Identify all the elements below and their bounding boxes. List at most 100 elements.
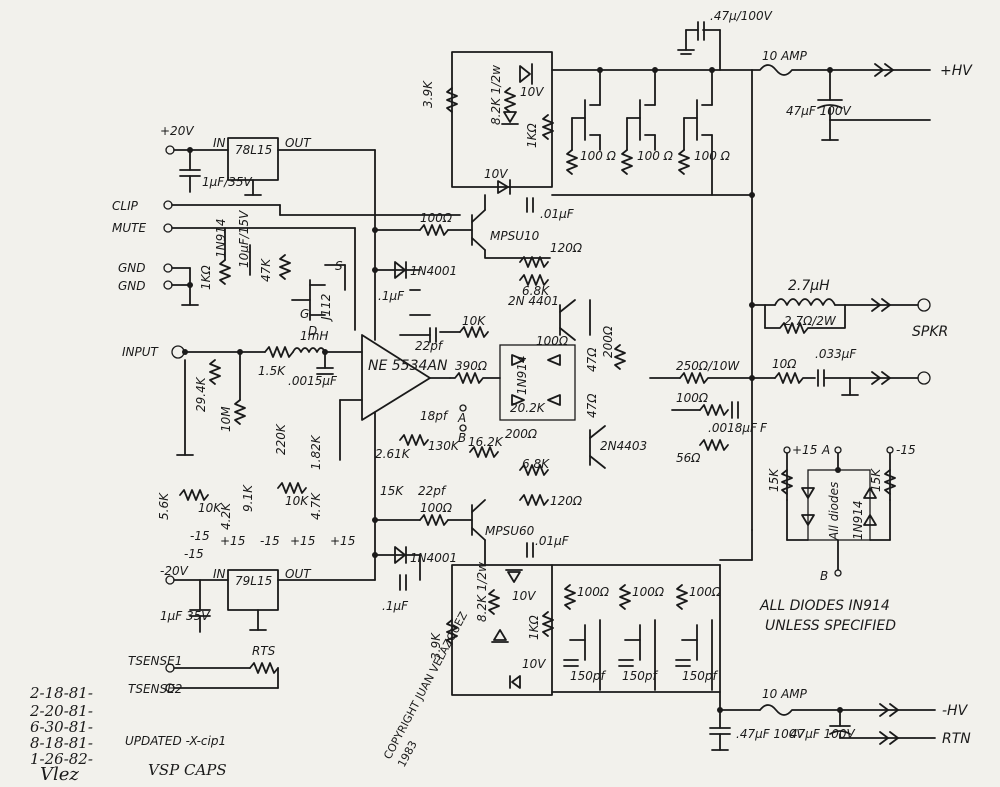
label-input: INPUT	[122, 345, 160, 359]
rev-3: 6-30-81-	[30, 718, 93, 736]
bottom-output-stage: 100Ω 100Ω 100Ω 150pf 150pf 150pf 3.9K 8.…	[429, 529, 971, 751]
label-r200-a: 200Ω	[601, 325, 615, 358]
label-r8k2-b: 8.2K 1/2w	[475, 562, 489, 622]
rev-2: 2-20-81-	[29, 702, 93, 720]
label-pin-b: B	[458, 431, 466, 445]
label-s-m15-a: -15	[190, 529, 210, 543]
label-cap-top2: 47μF 100V	[786, 104, 852, 118]
label-r20k: 20.2K	[510, 401, 546, 415]
output-network: 250Ω/10W 100Ω .0018μF F 56Ω 2.7μH SPKR 2…	[649, 278, 948, 465]
driver-stage: 100Ω MPSU10 120Ω 6.8K 1N4001 .1μF 10K 2N…	[128, 194, 647, 696]
label-r100-e: 100Ω	[632, 585, 665, 599]
label-r100-b: 100 Ω	[637, 149, 674, 163]
mosfet-top-3	[683, 69, 713, 196]
label-reg-pos: 78L15	[235, 143, 272, 157]
label-tsense1: TSENSE1	[128, 654, 182, 668]
label-r4k2: 4.2K	[219, 502, 233, 530]
note-diodes-line1: ALL DIODES IN914	[759, 598, 890, 614]
label-r1k-a: 1KΩ	[525, 122, 539, 148]
label-reg-pos-in: IN	[213, 136, 226, 150]
label-r15k: 15K	[380, 484, 404, 498]
label-fuse-bot: 10 AMP	[762, 687, 808, 701]
label-bias-1n914: 1N914	[851, 500, 865, 540]
top-output-stage: 100 Ω 100 Ω 100 Ω 3.9K 8.2K 1/2w 1KΩ 10V…	[421, 9, 973, 531]
rev-1: 2-18-81-	[29, 684, 93, 702]
label-gnd-1: GND	[118, 261, 146, 275]
bias-diode-network: +15 A -15 15K 15K B All diodes 1N914	[767, 443, 916, 583]
label-r47k: 47K	[259, 258, 273, 282]
label-r100ohm-a: 100Ω	[420, 211, 453, 225]
label-r100x: 100Ω	[676, 391, 709, 405]
label-r1k-in: 1KΩ	[199, 264, 213, 290]
label-r9k: 9.1K	[241, 484, 255, 512]
note-vsp-caps: VSP CAPS	[148, 761, 227, 779]
label-tsense2: TSENSE2	[128, 682, 182, 696]
label-l1mh: 1mH	[300, 329, 328, 343]
label-l27: 2.7μH	[788, 278, 830, 294]
note-updated: UPDATED -X-cip1	[125, 734, 226, 748]
label-r5k6: 5.6K	[157, 492, 171, 520]
label-c0018: .0018μF	[708, 421, 758, 435]
label-r6k8-b: 6.8K	[522, 457, 550, 471]
label-r56: 56Ω	[676, 451, 701, 465]
label-r10m: 10M	[219, 406, 233, 432]
label-r8k2-a: 8.2K 1/2w	[489, 65, 503, 125]
label-r100ohm-b: 100Ω	[420, 501, 453, 515]
label-zener-10v-b: 10V	[484, 167, 508, 181]
label-bias-all: All diodes	[827, 482, 841, 541]
label-zener-10v-d: 10V	[522, 657, 546, 671]
terminal-rtn: RTN	[942, 731, 971, 747]
label-cap-neg: 1μF 35V	[160, 609, 210, 623]
label-mute: MUTE	[112, 221, 146, 235]
label-r3k9-a: 3.9K	[421, 80, 435, 108]
label-c1uf: .1μF	[378, 289, 405, 303]
label-r100-c: 100 Ω	[694, 149, 731, 163]
terminal-neg-hv: -HV	[942, 703, 969, 719]
label-1n914-array: 1N914	[515, 355, 529, 395]
note-copyright: COPYRIGHT JUAN VELAZQUEZ	[381, 609, 470, 761]
label-reg-neg-in: IN	[213, 567, 226, 581]
label-neg-supply: -20V	[160, 564, 189, 578]
label-r10k-a: 10K	[198, 501, 222, 515]
label-r250: 250Ω/10W	[676, 359, 740, 373]
label-r10out: 10Ω	[772, 357, 797, 371]
label-c150-c: 150pf	[682, 669, 719, 683]
label-reg-neg-out: OUT	[285, 567, 312, 581]
label-r100-f: 100Ω	[689, 585, 722, 599]
label-s-p15-b: +15	[290, 534, 315, 548]
label-jfet-d: D	[308, 324, 317, 338]
label-pin-a2: A	[821, 443, 830, 457]
label-d1n914: 1N914	[214, 218, 228, 258]
note-diodes-line2: UNLESS SPECIFIED	[765, 618, 896, 634]
label-r1k5: 1.5K	[258, 364, 286, 378]
mosfet-top-2	[626, 69, 656, 151]
label-r6k8-a: 6.8K	[522, 284, 550, 298]
label-1n4001-b: 1N4001	[410, 551, 457, 565]
mosfet-bot-2	[624, 619, 656, 691]
label-c22pf: 22pf	[415, 339, 444, 353]
label-r29k4: 29.4K	[194, 376, 208, 412]
label-r4k7: 4.7K	[309, 492, 323, 520]
label-fuse-top: 10 AMP	[762, 49, 808, 63]
label-r100x-small: 100Ω	[536, 334, 569, 348]
label-zener-10v-a: 10V	[520, 85, 544, 99]
label-r15k-bias-b: 15K	[869, 468, 883, 492]
label-c18pf: 18pf	[420, 409, 449, 423]
input-controls: CLIP MUTE GND GND 1KΩ 1N914 10μF/15V 47K…	[112, 199, 461, 561]
mosfet-top-1	[571, 69, 601, 151]
label-r2k61: 2.61K	[375, 447, 411, 461]
label-reg-pos-out: OUT	[285, 136, 312, 150]
label-r220k: 220K	[274, 423, 288, 455]
label-c1uf-b: .1μF	[382, 599, 409, 613]
pos-regulator: +20V 78L15 IN OUT 1μF/35V	[160, 124, 376, 196]
neg-regulator: -20V 79L15 IN OUT 1μF 35V	[160, 564, 376, 633]
label-r100-a: 100 Ω	[580, 149, 617, 163]
label-mpsu10: MPSU10	[490, 229, 540, 243]
label-opamp: NE 5534AN	[368, 358, 448, 374]
label-c01-a: .01μF	[540, 207, 575, 221]
label-jfet-s: S	[335, 259, 343, 273]
label-cap-top: .47μ/100V	[710, 9, 773, 23]
label-r3k9-b: 3.9K	[429, 632, 443, 660]
